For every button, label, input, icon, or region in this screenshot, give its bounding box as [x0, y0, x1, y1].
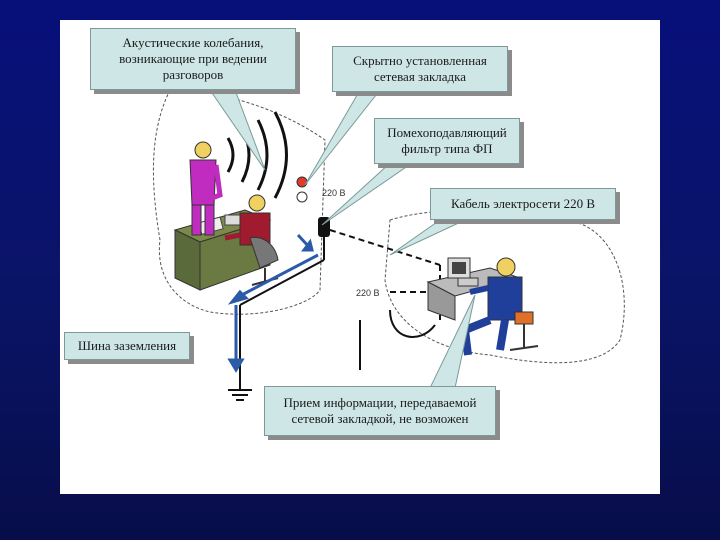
seated-person-left [224, 194, 279, 286]
voltage-label-1: 220 В [322, 188, 346, 198]
diagram-slide: Акустические колебания, возникающие при … [60, 20, 660, 494]
ground-arrows [227, 233, 319, 373]
callout-hidden-bug: Скрытно установленная сетевая закладка [332, 46, 508, 92]
room-outline-left [152, 89, 326, 315]
callout-pointers [209, 89, 476, 389]
callout-acoustic: Акустические колебания, возникающие при … [90, 28, 296, 90]
scene-illustration [152, 89, 625, 401]
callout-ground-bus: Шина заземления [64, 332, 190, 360]
room-outline-right [384, 210, 625, 364]
voltage-label-2: 220 В [356, 288, 380, 298]
callout-cable: Кабель электросети 220 В [430, 188, 616, 220]
callout-filter: Помехоподавляющий фильтр типа ФП [374, 118, 520, 164]
callout-reception: Прием информации, передаваемой сетевой з… [264, 386, 496, 436]
standing-person [189, 141, 223, 236]
